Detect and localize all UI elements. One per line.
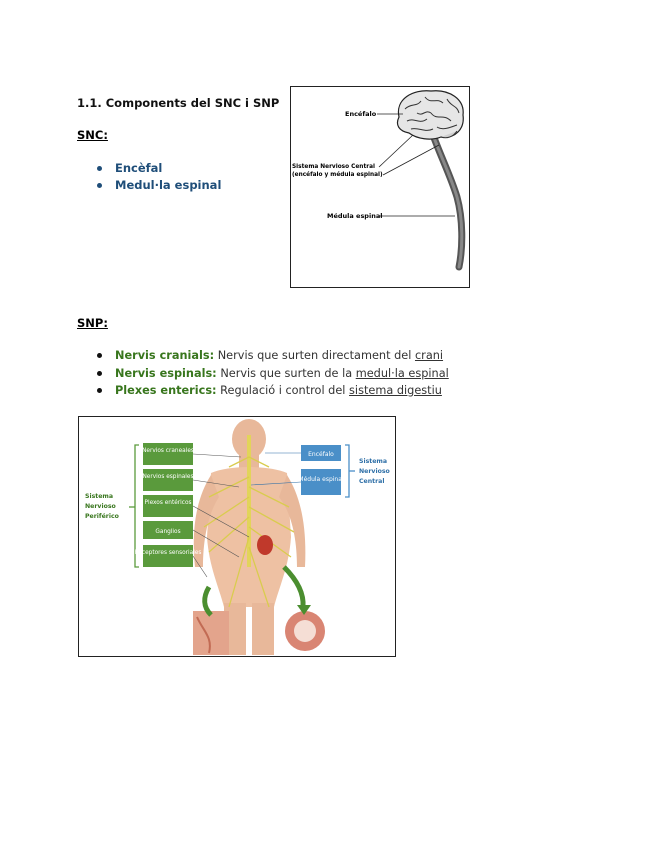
label-medula: Médula espinal	[327, 212, 382, 220]
group-label-right-3: Central	[359, 478, 384, 485]
list-item: Nervis cranials: Nervis que surten direc…	[96, 347, 449, 365]
box-plexos-entericos: Plexos entéricos	[144, 499, 191, 506]
label-snc-1: Sistema Nervioso Central	[292, 164, 375, 170]
group-label-right-2: Nervioso	[359, 468, 390, 475]
nervous-system-diagram: Sistema Nervioso Periférico Nervios cran…	[78, 416, 396, 657]
list-item: Nervis espinals: Nervis que surten de la…	[96, 365, 449, 383]
group-label-right-1: Sistema	[359, 458, 387, 465]
snc-heading: SNC:	[77, 128, 108, 142]
list-item: Encèfal	[96, 160, 221, 177]
group-label-left-3: Periférico	[85, 512, 119, 520]
link-sistema-digestiu[interactable]: sistema digestiu	[349, 384, 442, 397]
box-nervios-espinales: Nervios espinales	[142, 474, 193, 480]
box-ganglios: Ganglios	[155, 529, 180, 535]
list-item: Plexes enterics: Regulació i control del…	[96, 382, 449, 400]
list-item: Medul·la espinal	[96, 177, 221, 194]
snp-heading: SNP:	[77, 316, 108, 330]
group-label-left-2: Nervioso	[85, 503, 116, 510]
cns-diagram: Encéfalo Sistema Nervioso Central (encéf…	[290, 86, 470, 288]
brain-illustration	[396, 90, 464, 140]
label-encefalo: Encéfalo	[345, 110, 377, 118]
snp-list: Nervis cranials: Nervis que surten direc…	[96, 347, 449, 400]
box-receptores-sensoriales: Receptores sensoriales	[135, 550, 202, 556]
section-title: 1.1. Components del SNC i SNP	[77, 96, 280, 110]
link-crani[interactable]: crani	[414, 349, 444, 362]
box-encefalo: Encéfalo	[308, 451, 334, 458]
snc-list: Encèfal Medul·la espinal	[96, 160, 221, 194]
box-medula-espinal: Médula espinal	[298, 476, 344, 483]
link-medulla[interactable]: medul·la espinal	[355, 366, 449, 380]
label-snc-2: (encéfalo y médula espinal)	[292, 171, 383, 178]
box-nervios-craneales: Nervios craneales	[142, 448, 194, 454]
group-label-left-1: Sistema	[85, 493, 113, 500]
